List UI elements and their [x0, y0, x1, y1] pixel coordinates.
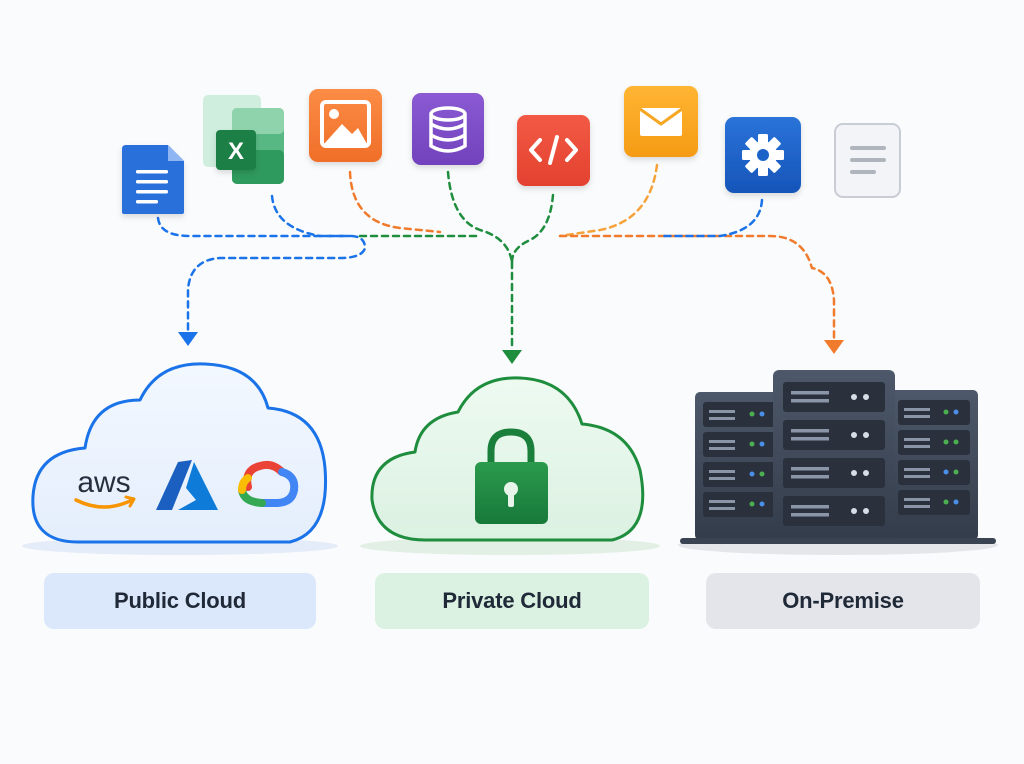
- server-rack-left: [695, 392, 785, 540]
- server-rack-icon: [678, 370, 998, 555]
- settings-gear-icon: [725, 117, 801, 193]
- connector-gear: [658, 198, 764, 238]
- code-file-icon: [517, 115, 590, 186]
- connector-green-code: [510, 193, 555, 264]
- server-rack-right: [890, 390, 978, 540]
- azure-logo: [156, 460, 218, 510]
- on-premise-label: On-Premise: [706, 573, 980, 629]
- connector-orange-image: [348, 170, 442, 234]
- email-icon: [624, 86, 698, 157]
- public-cloud-shape: [31, 362, 328, 544]
- public-cloud-label: Public Cloud: [44, 573, 316, 629]
- connector-green-db: [446, 170, 514, 264]
- private-cloud-shape: [370, 376, 645, 542]
- connector-blue-docs: [156, 216, 352, 238]
- google-cloud-logo: [238, 460, 299, 507]
- arrowhead-on-premise: [824, 340, 844, 354]
- aws-logo: aws: [74, 466, 136, 509]
- arrowhead-private-cloud: [502, 350, 522, 364]
- database-icon: [412, 93, 484, 165]
- connector-blue-main: [186, 194, 367, 332]
- excel-icon: X: [203, 95, 284, 184]
- public-cloud: aws: [22, 362, 338, 555]
- server-rack-center: [773, 370, 895, 542]
- private-cloud-label: Private Cloud: [375, 573, 649, 629]
- connector-orange-main: [558, 234, 836, 342]
- excel-glyph: X: [228, 138, 244, 165]
- svg-text:aws: aws: [77, 466, 130, 499]
- text-document-icon: [834, 123, 901, 198]
- padlock-icon: [475, 428, 548, 524]
- google-docs-icon: [122, 145, 184, 214]
- image-file-icon: [309, 89, 382, 162]
- arrowhead-public-cloud: [178, 332, 198, 346]
- connectors: [156, 163, 836, 352]
- connector-orange-mail: [558, 163, 659, 238]
- private-cloud: [360, 376, 660, 555]
